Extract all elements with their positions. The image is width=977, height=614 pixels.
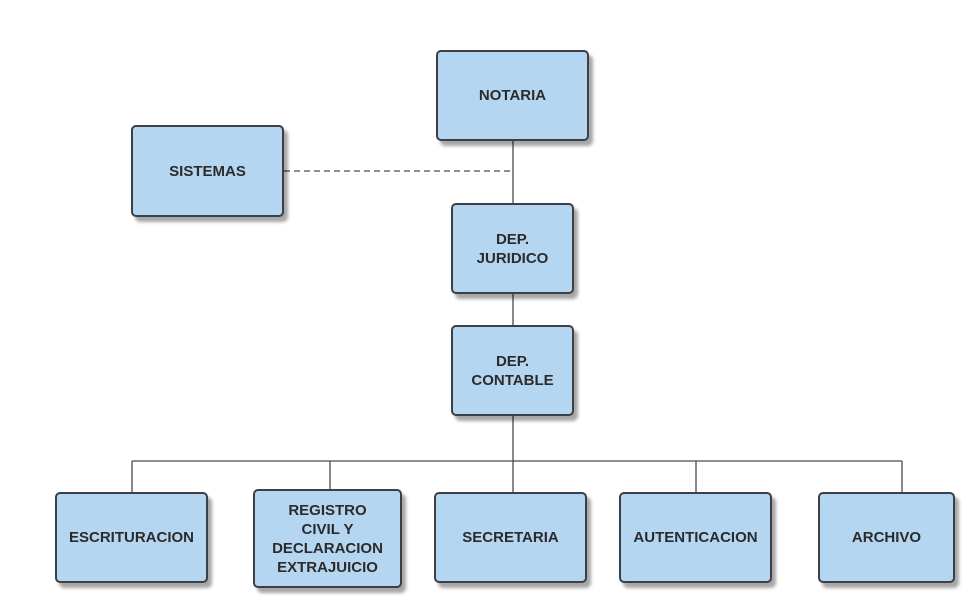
box-registro-civil-label: REGISTRO CIVIL Y DECLARACION EXTRAJUICIO xyxy=(272,501,383,576)
box-notaria-label: NOTARIA xyxy=(478,87,547,104)
box-notaria: NOTARIA xyxy=(436,50,589,141)
box-registro-civil: REGISTRO CIVIL Y DECLARACION EXTRAJUICIO xyxy=(253,489,402,588)
box-dep-contable-label: DEP. CONTABLE xyxy=(471,352,554,389)
box-dep-contable: DEP. CONTABLE xyxy=(451,325,574,416)
box-escrituracion-label: ESCRITURACION xyxy=(68,529,194,546)
box-autenticacion: AUTENTICACION xyxy=(619,492,772,583)
box-secretaria: SECRETARIA xyxy=(434,492,587,583)
box-escrituracion: ESCRITURACION xyxy=(55,492,208,583)
box-archivo: ARCHIVO xyxy=(818,492,955,583)
box-sistemas-label: SISTEMAS xyxy=(169,162,246,180)
box-archivo-label: ARCHIVO xyxy=(851,529,922,546)
box-secretaria-label: SECRETARIA xyxy=(462,529,559,546)
box-dep-juridico-label: DEP. JURIDICO xyxy=(476,230,549,267)
box-sistemas: SISTEMAS xyxy=(131,125,284,217)
box-autenticacion-label: AUTENTICACION xyxy=(633,529,758,546)
box-dep-juridico: DEP. JURIDICO xyxy=(451,203,574,294)
